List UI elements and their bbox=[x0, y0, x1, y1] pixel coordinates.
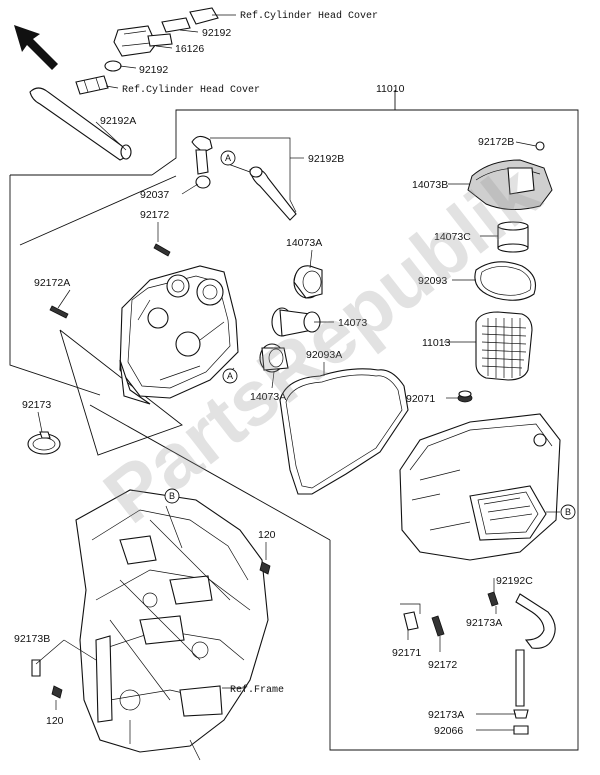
callout-A-top: A bbox=[220, 150, 236, 166]
label-92173B: 92173B bbox=[14, 633, 50, 645]
label-16126: 16126 bbox=[175, 43, 204, 55]
label-92093A: 92093A bbox=[306, 349, 342, 361]
label-92172A: 92172A bbox=[34, 277, 70, 289]
part-labels: Ref.Cylinder Head Cover 92192 16126 9219… bbox=[14, 10, 533, 737]
direction-arrow-icon bbox=[14, 25, 58, 70]
gasket-92093A bbox=[279, 368, 409, 495]
label-92071: 92071 bbox=[406, 393, 435, 405]
label-120-bottom: 120 bbox=[46, 715, 64, 727]
callout-A-bottom: A bbox=[222, 368, 238, 384]
bolts-lower bbox=[403, 591, 499, 637]
label-92192C: 92192C bbox=[496, 575, 533, 587]
grommet-92071 bbox=[457, 390, 473, 403]
frame-drawing bbox=[31, 489, 271, 761]
label-14073B: 14073B bbox=[412, 179, 448, 191]
label-92192B: 92192B bbox=[308, 153, 344, 165]
breather-hose-assembly bbox=[29, 7, 219, 161]
label-92173A-mid: 92173A bbox=[466, 617, 502, 629]
ring-14073C bbox=[497, 221, 529, 253]
label-92172-left: 92172 bbox=[140, 209, 169, 221]
callout-B-frame: B bbox=[164, 488, 180, 504]
callout-B-right-label: B bbox=[565, 507, 571, 517]
label-92192-mid: 92192 bbox=[139, 64, 168, 76]
clamp-92173 bbox=[27, 431, 61, 455]
label-92173: 92173 bbox=[22, 399, 51, 411]
filter-element-11013 bbox=[475, 311, 533, 381]
label-92173A-bottom: 92173A bbox=[428, 709, 464, 721]
label-14073C: 14073C bbox=[434, 231, 471, 243]
air-cleaner-case bbox=[49, 243, 239, 405]
label-ref-head-cover-top: Ref.Cylinder Head Cover bbox=[240, 10, 378, 22]
label-14073A-top: 14073A bbox=[286, 237, 322, 249]
seal-92093 bbox=[474, 261, 537, 301]
label-11010: 11010 bbox=[376, 83, 405, 95]
callout-A-bottom-label: A bbox=[227, 371, 233, 381]
callout-B-right: B bbox=[560, 504, 576, 520]
label-92171: 92171 bbox=[392, 647, 421, 659]
label-14073A-bottom: 14073A bbox=[250, 391, 286, 403]
label-14073: 14073 bbox=[338, 317, 367, 329]
label-120-top: 120 bbox=[258, 529, 276, 541]
label-92093: 92093 bbox=[418, 275, 447, 287]
callout-B-frame-label: B bbox=[169, 491, 175, 501]
label-92192-top: 92192 bbox=[202, 27, 231, 39]
label-92066: 92066 bbox=[434, 725, 463, 737]
label-92172B: 92172B bbox=[478, 136, 514, 148]
label-ref-head-cover-mid: Ref.Cylinder Head Cover bbox=[122, 84, 260, 96]
label-92172-bottom: 92172 bbox=[428, 659, 457, 671]
leader-lines bbox=[35, 14, 560, 731]
assembly-outline bbox=[9, 90, 579, 751]
callout-A-top-label: A bbox=[225, 153, 231, 163]
air-cleaner-lower-case bbox=[399, 413, 561, 561]
label-92037: 92037 bbox=[140, 189, 169, 201]
tube-92192C bbox=[513, 593, 556, 735]
air-ducts bbox=[259, 265, 323, 373]
cover-14073B bbox=[467, 141, 553, 210]
label-ref-frame: Ref.Frame bbox=[230, 684, 284, 696]
label-11013: 11013 bbox=[422, 337, 451, 349]
drain-hose-92192B bbox=[191, 135, 297, 221]
label-92192A: 92192A bbox=[100, 115, 136, 127]
